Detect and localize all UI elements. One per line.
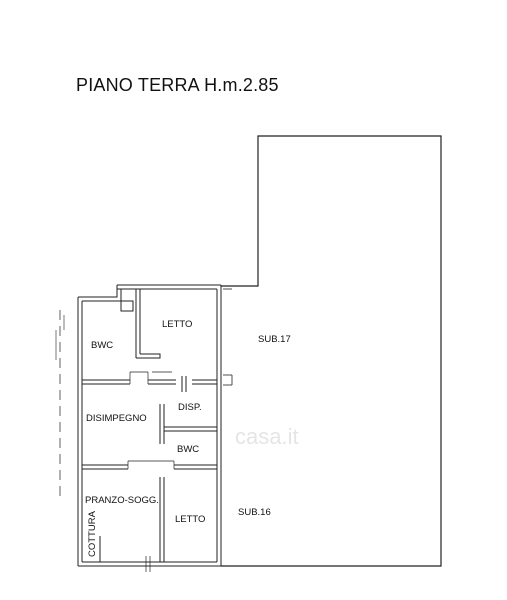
room-label-sub17: SUB.17	[258, 334, 291, 345]
plan-title: PIANO TERRA H.m.2.85	[76, 75, 279, 95]
room-label-letto-bottom: LETTO	[175, 514, 205, 525]
exterior-dashed-line	[55, 310, 65, 500]
room-label-pranzo: PRANZO-SOGG.	[85, 495, 159, 506]
room-label-disimpegno: DISIMPEGNO	[86, 413, 147, 424]
room-label-cottura: COTTURA	[87, 510, 98, 557]
room-label-bwc-mid: BWC	[177, 444, 199, 455]
room-label-sub16: SUB.16	[238, 507, 271, 518]
room-label-bwc-top: BWC	[91, 340, 113, 351]
apartment-walls	[77, 284, 233, 567]
interior-walls	[82, 289, 217, 572]
room-label-letto-top: LETTO	[162, 319, 192, 330]
casa-it-watermark: casa.it	[235, 424, 299, 449]
outer-perimeter	[220, 135, 442, 567]
room-label-disp: DISP.	[178, 402, 202, 413]
